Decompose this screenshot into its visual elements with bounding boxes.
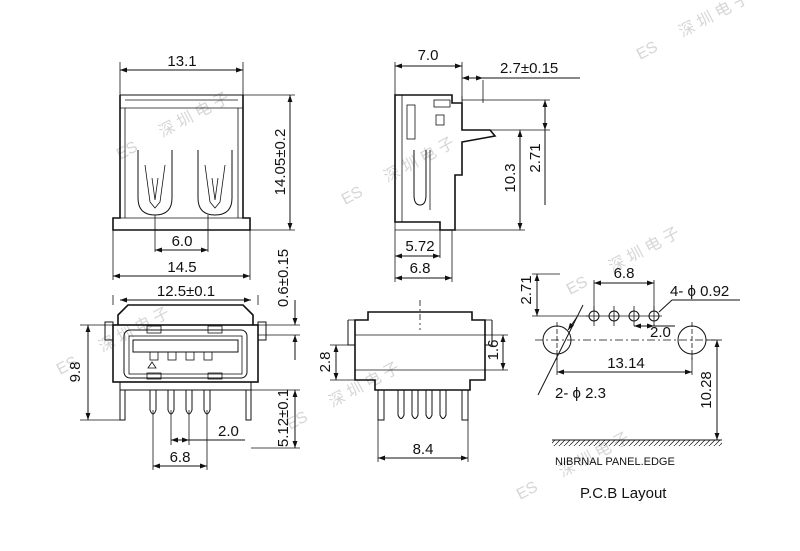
watermark-chars: 深 圳 电 子 <box>326 359 403 411</box>
side-view: 7.0 2.7±0.15 2.71 10.3 5.72 6.8 <box>394 47 580 282</box>
rear-view-body <box>354 311 486 391</box>
watermark-chars: 深 圳 电 子 <box>156 89 233 141</box>
top-view-height: 14.05±0.2 <box>272 129 289 196</box>
pcb-span: 13.14 <box>607 355 645 372</box>
front-view-height: 9.8 <box>67 362 84 383</box>
top-view-width-bottom: 14.5 <box>167 259 196 276</box>
pcb-spacing: 6.8 <box>614 265 635 282</box>
rear-view-h1: 2.8 <box>317 352 334 373</box>
rear-view-h2: 1.6 <box>485 340 502 361</box>
watermark-chars: 深 圳 电 子 <box>676 0 753 41</box>
watermark-2: ES 深 圳 电 子 <box>339 134 458 209</box>
front-view-pin-pitch: 2.0 <box>218 423 239 440</box>
panel-edge-label: NIBRNAL PANEL.EDGE <box>555 456 675 468</box>
front-view-pin-span: 6.8 <box>170 449 191 466</box>
pcb-pitch: 2.0 <box>650 324 671 341</box>
pcb-holes-large: 2- ϕ 2.3 <box>555 385 606 402</box>
top-view-contact-right <box>197 150 233 216</box>
front-view-shell-top <box>117 304 254 325</box>
top-view-width-top: 13.1 <box>167 53 196 70</box>
side-view-tab: 2.7±0.15 <box>500 60 558 77</box>
watermark-4: ES 深 圳 电 子 <box>564 224 683 299</box>
pcb-holes-small: 4- ϕ 0.92 <box>670 283 729 300</box>
side-view-h2: 10.3 <box>502 163 519 192</box>
watermark-3: ES 深 圳 电 子 <box>634 0 753 64</box>
pcb-depth: 10.28 <box>698 371 715 409</box>
side-view-base1: 5.72 <box>405 238 434 255</box>
front-view-gap: 0.6±0.15 <box>275 249 292 307</box>
side-view-h1: 2.71 <box>527 143 544 172</box>
front-view-pin-len: 5.12±0.1 <box>275 389 292 447</box>
watermark-chars: 深 圳 电 子 <box>381 134 458 186</box>
watermark-mark: ES <box>339 184 366 209</box>
rear-view: 2.8 1.6 8.4 <box>317 300 508 462</box>
front-view: 12.5±0.1 9.8 0.6±0.15 5.12±0.1 6.8 2.0 <box>67 249 300 470</box>
front-view-width: 12.5±0.1 <box>157 283 215 300</box>
pcb-layout: 2.71 6.8 4- ϕ 0.92 2.0 13.14 2- ϕ 2.3 10… <box>518 265 740 502</box>
side-view-body <box>394 94 497 231</box>
pcb-title: P.C.B Layout <box>580 485 667 502</box>
rear-view-width: 8.4 <box>413 441 434 458</box>
watermark-group: ES 深 圳 电 子 ES 深 圳 电 子 ES 深 圳 电 子 ES 深 圳 … <box>54 0 753 504</box>
watermark-chars: 深 圳 电 子 <box>556 429 633 481</box>
top-view-body <box>112 95 251 231</box>
watermark-mark: ES <box>514 479 541 504</box>
watermark-mark: ES <box>634 39 661 64</box>
front-view-tongue <box>132 339 239 353</box>
watermark-mark: ES <box>114 139 141 164</box>
panel-edge-hatch <box>552 440 722 446</box>
side-view-base2: 6.8 <box>410 260 431 277</box>
top-view-contact-left <box>137 150 173 216</box>
side-view-depth: 7.0 <box>418 47 439 64</box>
watermark-mark: ES <box>564 274 591 299</box>
top-view-pin-spacing: 6.0 <box>172 233 193 250</box>
pcb-h: 2.71 <box>518 275 535 304</box>
top-view: 13.1 6.0 14.5 14.05±0.2 <box>112 53 295 280</box>
